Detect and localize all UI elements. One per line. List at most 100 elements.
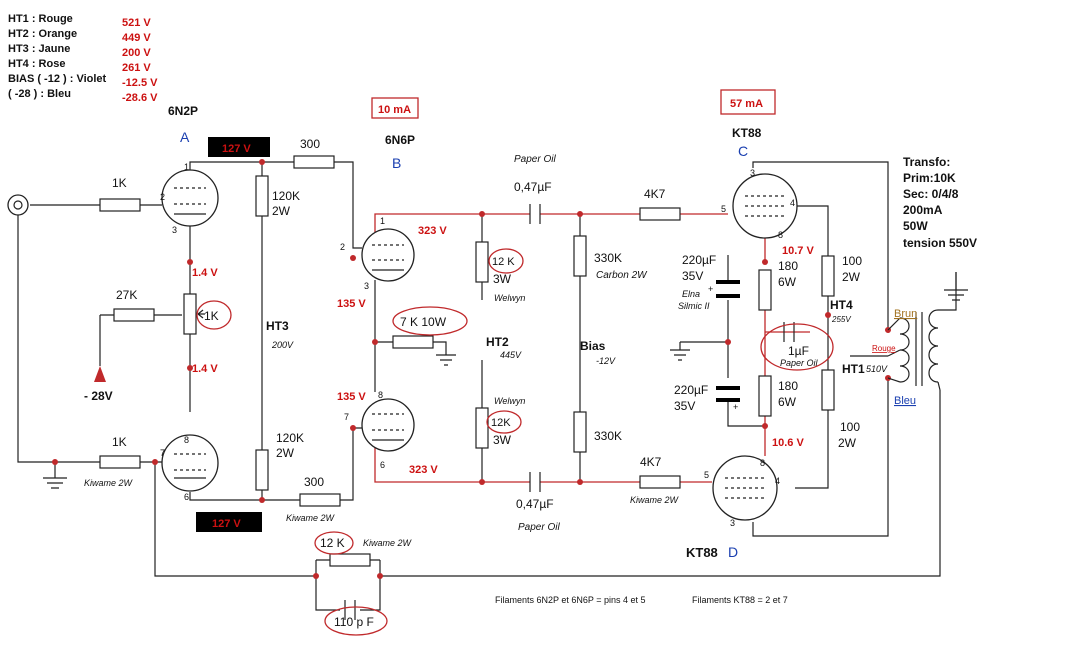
legend-value-ht2: 449 V	[122, 32, 151, 44]
tube-a-type: 6N2P	[168, 104, 198, 118]
note-carbon: Carbon 2W	[596, 270, 648, 281]
note-welwyn-2: Welwyn	[494, 396, 525, 406]
legend-label-bias28: ( -28 ) : Bleu	[8, 88, 71, 100]
tube-c-letter: C	[738, 143, 748, 159]
cap-047-top-label: 0,47µF	[514, 180, 552, 194]
current-b: 10 mA	[378, 104, 411, 116]
tube-b-top	[361, 228, 415, 282]
potentiometer-label: 1K	[204, 309, 219, 323]
note-kiwame-3: Kiwame 2W	[363, 538, 413, 548]
voltage-d-k: 10.6 V	[772, 437, 804, 449]
output-transformer: Brun Rouge Bleu	[872, 272, 957, 407]
tubes	[161, 169, 798, 521]
resistor-120k-top-label: 120K	[272, 189, 300, 203]
note-welwyn-1: Welwyn	[494, 293, 525, 303]
svg-text:8: 8	[184, 435, 189, 445]
potentiometer	[183, 293, 197, 335]
resistor-feedback	[329, 553, 371, 567]
wire-brun: Brun	[894, 308, 917, 320]
resistor-7k-circle	[392, 306, 468, 336]
resistor-12k-bottom	[475, 407, 489, 449]
svg-text:3: 3	[172, 225, 177, 235]
wiring	[17, 161, 957, 611]
svg-text:2: 2	[160, 192, 165, 202]
note-12v: -12V	[596, 356, 616, 366]
svg-text:7: 7	[344, 412, 349, 422]
current-readouts: 10 mA 57 mA	[371, 89, 776, 119]
cap-220-top-label: 220µF	[682, 253, 716, 267]
supply-legend: HT1 : Rouge 521 V HT2 : Orange 449 V HT3…	[8, 13, 158, 104]
resistor-27k	[113, 308, 155, 322]
resistor-100-bottom-label: 100	[840, 420, 860, 434]
tube-a-letter: A	[180, 129, 190, 145]
rail-labels: HT3 HT2 Bias HT4 HT1	[266, 298, 865, 376]
svg-text:3: 3	[730, 518, 735, 528]
cap-110pf-circle	[324, 606, 388, 636]
current-c: 57 mA	[730, 98, 763, 110]
note-paper-oil-1: Paper Oil	[514, 154, 556, 165]
signal-wiring	[374, 213, 810, 483]
cap-1uf-circle	[760, 323, 834, 371]
resistor-4k7-top-label: 4K7	[644, 187, 666, 201]
resistor-4k7-bottom	[639, 475, 681, 489]
resistor-12k-bottom-watt: 3W	[493, 433, 512, 447]
resistor-12k-top-circle	[488, 248, 524, 274]
note-kiwame-1: Kiwame 2W	[84, 478, 134, 488]
legend-value-ht4: 261 V	[122, 62, 151, 74]
svg-text:5: 5	[721, 204, 726, 214]
voltage-b-k-top: 135 V	[337, 298, 366, 310]
cap-220-top-volt: 35V	[682, 269, 703, 283]
voltage-b-p-bottom: 323 V	[409, 464, 438, 476]
cap-1uf-label: 1µF	[788, 344, 809, 358]
component-notes: Paper Oil Paper Oil Paper Oil Carbon 2W …	[84, 154, 888, 548]
voltage-a-k-bottom: 1.4 V	[192, 363, 218, 375]
resistor-4k7-top	[639, 207, 681, 221]
resistor-300-bottom	[299, 493, 341, 507]
resistor-7k	[392, 335, 434, 349]
svg-text:1: 1	[380, 216, 385, 226]
resistor-180-bottom	[758, 375, 772, 417]
legend-value-ht3: 200 V	[122, 47, 151, 59]
voltage-b-k-bottom: 135 V	[337, 391, 366, 403]
svg-text:+: +	[733, 402, 738, 412]
resistor-in1	[99, 198, 141, 212]
rail-ht1: HT1	[842, 362, 865, 376]
neg28-supply-arrow: - 28V	[84, 366, 113, 403]
legend-label-ht4: HT4 : Rose	[8, 58, 65, 70]
filament-notes: Filaments 6N2P et 6N6P = pins 4 et 5 Fil…	[495, 595, 788, 605]
potentiometer-circle	[196, 300, 232, 330]
note-elna: Elna	[682, 289, 700, 299]
resistor-7k-label: 7 K 10W	[400, 315, 447, 329]
legend-value-bias12: -12.5 V	[122, 77, 158, 89]
resistor-12k-top-label: 12 K	[492, 256, 515, 268]
note-kiwame-2: Kiwame 2W	[286, 513, 336, 523]
resistor-12k-top-watt: 3W	[493, 272, 512, 286]
legend-label-ht2: HT2 : Orange	[8, 28, 77, 40]
cap-047-bottom-label: 0,47µF	[516, 497, 554, 511]
resistor-120k-bottom-watt: 2W	[276, 446, 295, 460]
resistor-feedback-circle	[314, 531, 354, 555]
capacitors: 0,47µF 0,47µF + 220µF 35V + 220µF 35V 1µ…	[324, 180, 834, 636]
rail-ht3: HT3	[266, 319, 289, 333]
resistor-180-bottom-label: 180	[778, 379, 798, 393]
resistor-330k-bottom-label: 330K	[594, 429, 622, 443]
resistor-330k-bottom	[573, 411, 587, 453]
svg-text:1: 1	[184, 162, 189, 172]
neg28-label: - 28V	[84, 389, 113, 403]
cap-110pf-label: 110 p F	[334, 615, 374, 629]
resistor-12k-bottom-circle	[486, 410, 522, 434]
resistor-feedback-label: 12 K	[320, 536, 345, 550]
resistor-100-top-label: 100	[842, 254, 862, 268]
resistor-300-top-label: 300	[300, 137, 320, 151]
svg-text:6: 6	[380, 460, 385, 470]
voltage-a-top: 127 V	[222, 143, 251, 155]
resistor-120k-top-watt: 2W	[272, 204, 291, 218]
legend-label-bias12: BIAS ( -12 ) : Violet	[8, 73, 107, 85]
cap-220-bottom-volt: 35V	[674, 399, 695, 413]
cap-220-bottom-label: 220µF	[674, 383, 708, 397]
voltage-labels: 1.4 V 1.4 V 323 V 323 V 135 V 135 V 10.7…	[192, 225, 814, 476]
voltage-a-k-top: 1.4 V	[192, 267, 218, 279]
pin-numbers: 1 2 3 8 7 6 1 2 3 8 7 6 3 5 4 8 8 5 4 3	[160, 162, 795, 528]
resistor-in2	[99, 455, 141, 469]
note-510v: 510V	[866, 364, 888, 374]
